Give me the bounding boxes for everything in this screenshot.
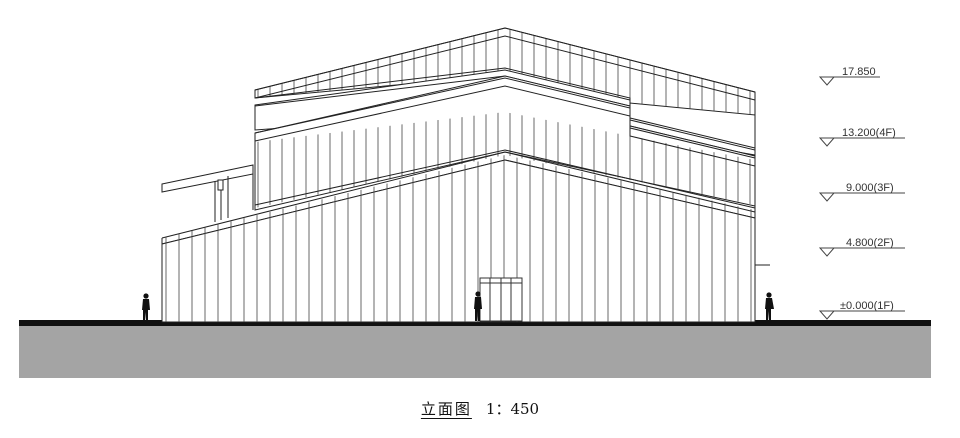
ground <box>19 320 931 378</box>
entrance-door <box>479 277 523 322</box>
level-value: 13.200 <box>842 127 876 139</box>
level-floor: (1F) <box>874 300 894 312</box>
level-marker-4800: 4.800(2F) <box>818 237 905 257</box>
level-marker-17850: 17.850 <box>818 66 880 86</box>
building-elevation <box>161 27 770 323</box>
figure-center <box>474 291 482 321</box>
level-floor: (4F) <box>876 127 896 139</box>
figure-left <box>142 293 150 321</box>
level-value: ±0.000 <box>840 300 874 312</box>
level-markers: 17.850 13.200(4F) 9.000(3F) 4.800(2F) ±0… <box>818 66 905 320</box>
level-value: 9.000 <box>846 182 874 194</box>
soil-section <box>19 325 931 378</box>
svg-text:17.850: 17.850 <box>842 66 876 78</box>
human-figures <box>142 291 774 321</box>
svg-text:13.200(4F): 13.200(4F) <box>842 127 896 139</box>
level-value: 4.800 <box>846 237 874 249</box>
figure-right <box>765 292 774 321</box>
level-floor: (2F) <box>874 237 894 249</box>
canopy <box>161 164 254 222</box>
svg-text:9.000(3F): 9.000(3F) <box>846 182 894 194</box>
level-marker-9000: 9.000(3F) <box>818 182 905 202</box>
level-floor: (3F) <box>874 182 894 194</box>
level-marker-0000: ±0.000(1F) <box>818 300 905 320</box>
level-value: 17.850 <box>842 66 876 78</box>
drawing-caption: 立面图 1：450 <box>0 398 960 419</box>
level-marker-13200: 13.200(4F) <box>818 127 905 147</box>
svg-text:4.800(2F): 4.800(2F) <box>846 237 894 249</box>
svg-text:±0.000(1F): ±0.000(1F) <box>840 300 894 312</box>
ground-line <box>19 320 931 326</box>
drawing-scale: 1：450 <box>485 400 540 418</box>
drawing-title: 立面图 <box>420 400 472 418</box>
